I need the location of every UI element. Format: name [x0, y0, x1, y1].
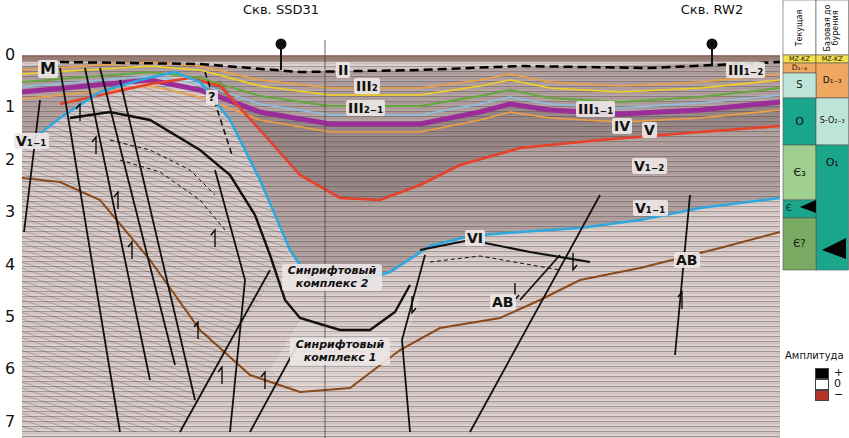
legend-swatch — [815, 379, 829, 390]
legend-title: Амплитуда — [785, 350, 844, 362]
horizon-label: III₁₋₂ — [726, 62, 765, 78]
horizon-label: IV — [612, 118, 632, 134]
strat-cell: MZ-KZ — [816, 55, 849, 63]
unit-label: D₁₋₂ — [792, 64, 808, 72]
depth-tick: 4 — [5, 256, 15, 274]
strat-cell: Є? — [783, 218, 816, 270]
well-name: Скв. RW2 — [681, 3, 744, 18]
horizon-label: V₁₋₁ — [14, 133, 49, 149]
horizon-label: III₂ — [354, 78, 380, 94]
horizon-label: V₁₋₂ — [632, 158, 667, 174]
depth-tick: 5 — [5, 308, 15, 326]
horizon-label: II — [336, 62, 350, 78]
depth-tick: 1 — [5, 98, 15, 116]
complex-label: Синрифтовый комплекс 2 — [282, 264, 382, 291]
legend-swatch — [815, 368, 829, 379]
column-header: Базовая до бурения — [816, 0, 849, 55]
horizon-label: III₁₋₁ — [576, 101, 615, 117]
unit-label: MZ-KZ — [789, 56, 810, 63]
strat-cell: Є₃ — [783, 145, 816, 200]
legend-swatch — [815, 390, 829, 401]
unit-label: Є — [786, 205, 792, 213]
unit-label: D₁₋₃ — [823, 76, 842, 85]
strat-cell: D₁₋₃ — [816, 63, 849, 98]
depth-tick: 0 — [5, 46, 15, 64]
depth-tick: 2 — [5, 151, 15, 169]
unit-label: S — [796, 80, 802, 91]
horizon-label: VI — [465, 230, 485, 246]
question-mark: ? — [206, 90, 218, 105]
horizon-label: III₂₋₁ — [346, 100, 385, 116]
depth-tick: 3 — [5, 203, 15, 221]
horizon-label: V₁₋₁ — [633, 200, 668, 216]
strat-cell: MZ-KZ — [783, 55, 816, 63]
unit-label: Є₃ — [793, 167, 805, 179]
horizon-label: AB — [490, 294, 516, 310]
strat-cell: O — [783, 98, 816, 145]
unit-label: Є? — [793, 239, 805, 250]
header-text: Базовая до бурения — [824, 2, 841, 53]
depth-tick: 6 — [5, 360, 15, 378]
column-header: Текущая — [783, 0, 816, 55]
strat-cell: Є — [783, 200, 816, 218]
complex-label: Синрифтовый комплекс 1 — [290, 338, 390, 365]
unit-label: MZ-KZ — [822, 56, 843, 63]
strat-cell: S-O₂₋₃ — [816, 98, 849, 145]
unit-label: S-O₂₋₃ — [820, 117, 845, 125]
strat-cell: O₁ — [816, 145, 849, 270]
unit-label: O — [795, 116, 804, 128]
strat-cell: D₁₋₂ — [783, 63, 816, 73]
horizon-label: M — [38, 60, 58, 78]
horizon-label: AB — [674, 252, 700, 268]
horizon-label: V — [642, 122, 657, 138]
depth-tick: 7 — [5, 413, 15, 431]
well-name: Скв. SSD31 — [243, 3, 319, 18]
legend-text: − — [834, 389, 843, 402]
strat-cell: S — [783, 73, 816, 98]
unit-label: O₁ — [826, 157, 839, 169]
header-text: Текущая — [795, 2, 803, 53]
